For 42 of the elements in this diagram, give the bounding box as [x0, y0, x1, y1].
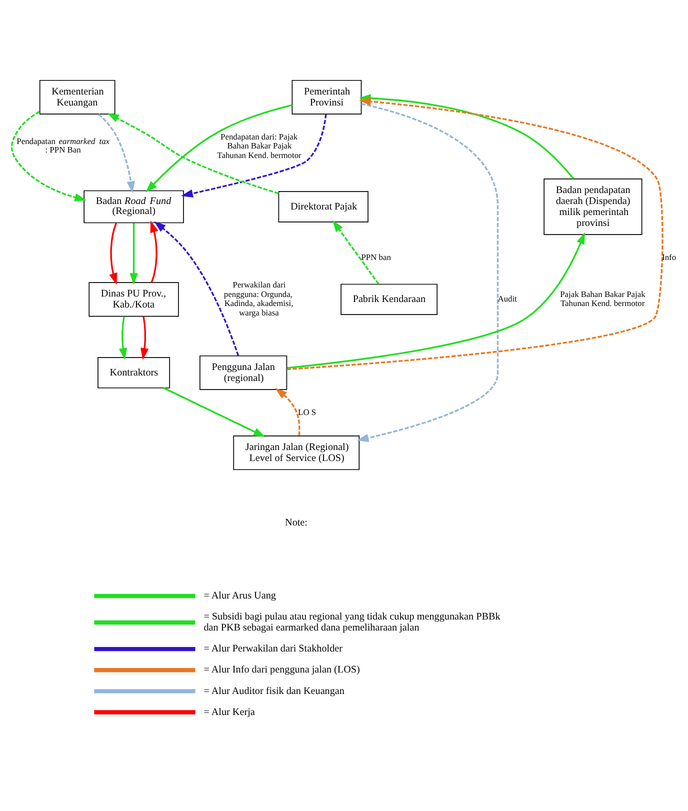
arrow: [146, 104, 292, 192]
edge-label: PPN ban: [361, 251, 391, 262]
edge-label: Pendapatan earmarked tax: PPN Ban: [16, 135, 110, 154]
node-box: Badan Road Fund (Regional): [84, 190, 184, 223]
arrow: [140, 316, 149, 360]
node-box: Direktorat Pajak: [278, 190, 368, 222]
arrow: [98, 113, 135, 193]
label: Note:: [285, 516, 308, 528]
arrow: [181, 114, 327, 197]
node-box: Kontraktors: [98, 356, 170, 388]
legend-label: = Subsidi bagi pulau atau regional yang tidak cukup menggunakan PBBk dan PKB sebagai earmarked dana pemeliharaan jalan: [204, 611, 500, 634]
edge-label: LO S: [298, 406, 316, 416]
edge-label: Pendapatan dari: Pajak Bahan Bakar Pajak Tahunan Kend. bermotor: [217, 130, 302, 160]
arrow: [10, 110, 87, 201]
legend-label: = Alur Auditor fisik dan Keuangan: [204, 685, 344, 696]
arrow: [275, 388, 300, 436]
arrow: [118, 316, 128, 360]
legend-label: = Alur Info dari pengguna jalan (LOS): [204, 664, 360, 676]
node-box: Pemerintah Provinsi: [292, 79, 362, 114]
arrow: [150, 220, 158, 282]
node-box: Kementerian Keuangan: [39, 79, 116, 114]
edge-label: Pajak Bahan Bakar Pajak Tahunan Kend. bermotor: [560, 288, 646, 308]
edge-label: Info: [662, 251, 676, 262]
arrow: [356, 102, 499, 442]
arrow: [286, 232, 585, 368]
arrow: [163, 386, 266, 436]
node-box: Dinas PU Prov., Kab./Kota: [88, 282, 179, 316]
arrow: [107, 112, 279, 194]
arrow: [130, 222, 138, 284]
edge-label: Perwakilan dari pengguna: Orgunda, Kadinda, akademisi, warga biasa: [224, 279, 294, 317]
node-box: Badan pendapatan daerah (Dispenda) milik pemerintah provinsi: [544, 178, 642, 234]
node-box: Jaringan Jalan (Regional) Level of Service (LOS): [233, 434, 360, 470]
legend-label: = Alur Arus Uang: [204, 590, 276, 602]
arrow: [332, 220, 380, 284]
arrow: [109, 222, 118, 284]
arrow: [286, 96, 664, 370]
edge-label: Audit: [498, 293, 517, 304]
node-box: Pengguna Jalan (regional): [200, 354, 288, 390]
legend-label: = Alur Perwakilan dari Stakholder: [204, 643, 342, 654]
arrow: [154, 220, 240, 356]
legend-label: = Alur Kerja: [204, 706, 255, 718]
node-box: Pabrik Kendaraan: [340, 283, 438, 315]
